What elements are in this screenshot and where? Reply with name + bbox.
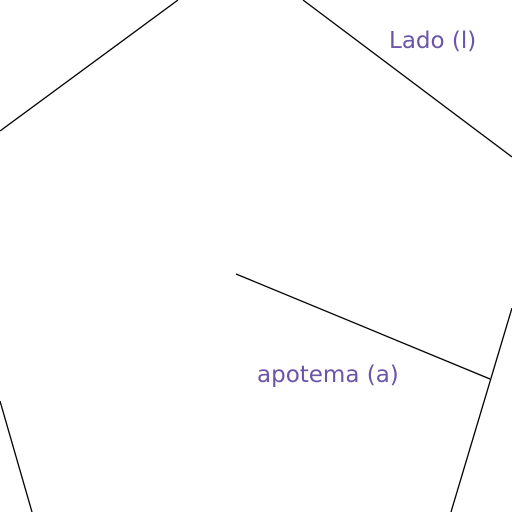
pentagon-edge-left (0, 400, 33, 512)
apothem-line (235, 273, 491, 380)
pentagon-edge-top-right (302, 0, 512, 158)
pentagon-edge-top-left (0, 0, 179, 132)
side-label: Lado (l) (389, 28, 476, 54)
pentagon-edge-right (450, 307, 512, 512)
apothem-label: apotema (a) (257, 362, 399, 388)
